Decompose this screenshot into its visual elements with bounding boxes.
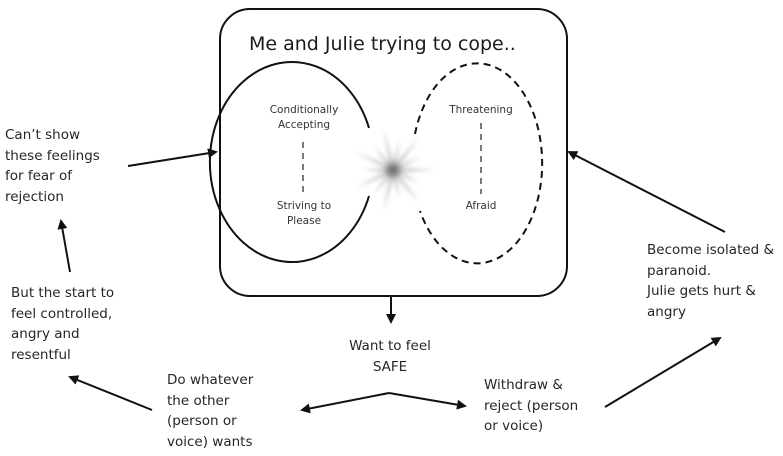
arrow-isolated-to-box <box>567 151 726 233</box>
label-line: Withdraw & <box>484 377 563 393</box>
label-line: Conditionally <box>269 104 339 116</box>
right-oval-top-label: Threatening <box>436 103 526 118</box>
starburst-ray <box>355 151 393 170</box>
coping-box <box>219 8 568 297</box>
label-line: Striving to <box>276 200 332 212</box>
left-oval-top-label: Conditionally Accepting <box>259 103 349 133</box>
label-line: angry <box>647 303 686 320</box>
node-withdraw: Withdraw & reject (person or voice) <box>484 375 578 437</box>
label-line: SAFE <box>372 358 408 375</box>
label-line: Become isolated & <box>647 242 775 258</box>
label-line: or voice) <box>484 418 544 434</box>
label-line: Can’t show <box>5 127 81 143</box>
label-line: these feelings <box>5 147 100 164</box>
label-line: for fear of <box>5 168 73 184</box>
label-line: feel controlled, <box>11 305 113 322</box>
starburst-ray <box>393 168 435 172</box>
arrow-cant-show-to-box <box>127 148 218 167</box>
arrow-withdraw-to-isolated <box>604 336 722 408</box>
left-oval <box>208 61 370 263</box>
label-line: Afraid <box>465 200 497 212</box>
starburst-ray <box>383 129 393 170</box>
label-line: the other <box>167 392 230 409</box>
arrow-want-safe-split-left <box>300 392 390 414</box>
starburst-ray <box>383 170 393 211</box>
label-line: Threatening <box>449 104 513 116</box>
label-line: rejection <box>5 188 64 205</box>
label-line: Accepting <box>277 119 331 131</box>
label-line: reject (person <box>484 397 579 414</box>
arrow-but-start-to-cant-show <box>57 219 71 273</box>
left-oval-bottom-label: Striving to Please <box>259 199 349 229</box>
label-line: resentful <box>11 346 71 363</box>
node-do-whatever: Do whatever the other (person or voice) … <box>167 370 253 452</box>
node-cant-show: Can’t show these feelings for fear of re… <box>5 125 100 207</box>
label-line: paranoid. <box>647 262 712 279</box>
label-line: But the start to <box>11 285 115 301</box>
label-line: Want to feel <box>349 338 431 354</box>
label-line: (person or <box>167 413 237 429</box>
right-oval <box>414 62 544 265</box>
right-oval-bottom-label: Afraid <box>436 199 526 214</box>
label-line: Please <box>286 215 322 227</box>
label-line: angry and <box>11 326 80 342</box>
arrow-want-safe-split-right <box>388 392 467 410</box>
label-line: Julie gets hurt & <box>647 283 756 299</box>
starburst-ray <box>355 170 393 189</box>
page-title: Me and Julie trying to cope.. <box>249 33 516 55</box>
label-line: voice) wants <box>167 433 253 450</box>
starburst-icon <box>355 129 435 211</box>
starburst-core <box>383 160 403 180</box>
node-but-start: But the start to feel controlled, angry … <box>11 283 114 365</box>
node-isolated: Become isolated & paranoid. Julie gets h… <box>647 240 774 322</box>
label-line: Do whatever <box>167 372 254 388</box>
node-want-safe: Want to feel SAFE <box>340 336 440 377</box>
starburst-ray <box>393 137 420 170</box>
starburst-ray <box>393 170 420 203</box>
arrow-do-whatever-to-but-start <box>68 375 153 411</box>
